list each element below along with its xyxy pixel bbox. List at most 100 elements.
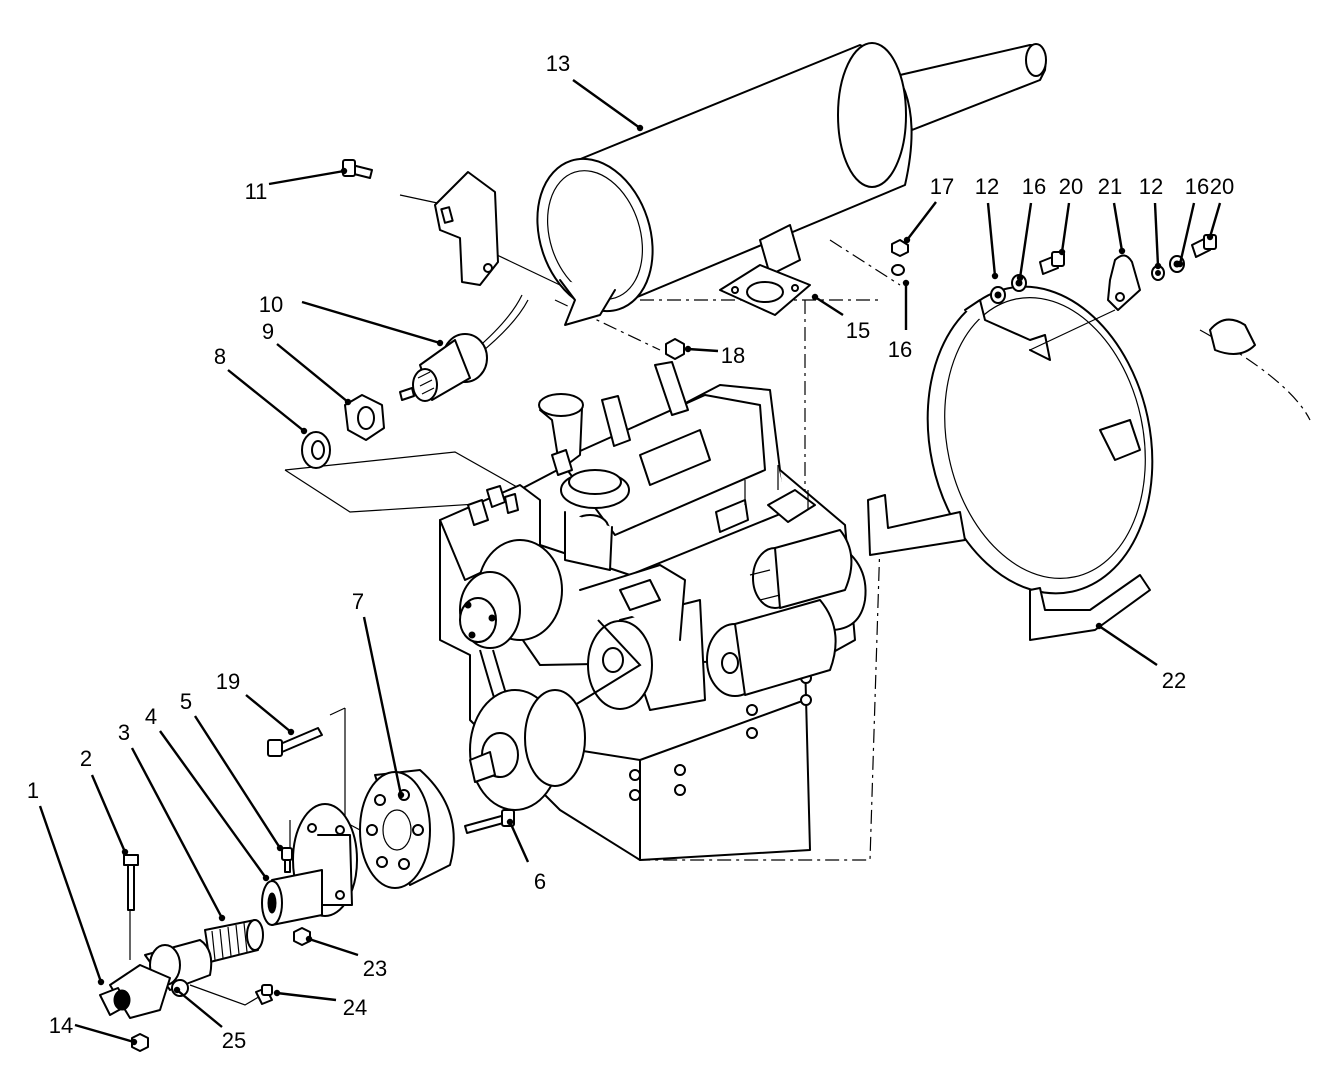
leader-line-c3 [130,747,224,919]
leader-line-c9 [276,343,349,403]
leader-line-c16b [1178,202,1196,265]
callout-c25: 25 [173,986,246,1053]
callout-c21: 21 [1098,174,1126,255]
leader-line-c23 [308,937,359,957]
callout-label-c25: 25 [222,1028,246,1053]
callout-label-c17: 17 [930,174,954,199]
bolt-5 [281,847,293,873]
leader-dot-c16b [1176,260,1184,268]
leader-dot-c4 [262,874,270,882]
leader-line-c7 [362,616,403,796]
callout-c5: 5 [180,689,284,852]
sensor-10 [399,294,529,402]
leader-line-c14 [74,1023,135,1044]
leader-dot-c2 [121,848,129,856]
nuts-17-18 [665,239,909,360]
leader-line-c13 [572,79,641,129]
leader-line-c8 [227,369,305,432]
callout-label-c5: 5 [180,689,192,714]
leader-dot-c24 [273,989,281,997]
leader-line-c15 [814,295,844,317]
leader-dot-c14 [130,1038,138,1046]
hose [1209,318,1256,355]
leader-line-c20b [1208,202,1222,238]
washer-8 [301,431,331,469]
leader-dot-c1 [97,978,105,986]
callout-label-c23: 23 [363,956,387,981]
callout-c13: 13 [546,51,644,132]
leader-dot-c19 [287,728,295,736]
muffler [536,42,1047,326]
leader-line-c11 [268,169,345,186]
callout-c19: 19 [216,669,295,736]
fan-shroud-22 [867,285,1154,641]
bolt-19 [267,727,323,757]
callout-c16b: 16 [1176,174,1209,268]
leader-dot-c3 [218,914,226,922]
callout-label-c2: 2 [80,746,92,771]
callout-c22: 22 [1095,622,1186,693]
callout-label-c16b: 16 [1185,174,1209,199]
leader-line-c18 [687,347,719,353]
leader-dot-c13 [636,124,644,132]
callout-label-c16a: 16 [1022,174,1046,199]
coupling-7 [359,769,455,889]
callout-label-c6: 6 [534,869,546,894]
callout-label-c4: 4 [145,704,157,729]
callout-c17: 17 [903,174,954,244]
mount-bracket [434,171,499,286]
callout-label-c19: 19 [216,669,240,694]
leader-dot-c9 [344,398,352,406]
leader-line-c5 [193,715,282,849]
leader-line-c21 [1112,202,1124,252]
leader-dot-c11 [340,167,348,175]
callout-c2: 2 [80,746,129,856]
callout-label-c18: 18 [721,343,745,368]
callout-c20b: 20 [1206,174,1234,241]
leader-dot-c20b [1206,233,1214,241]
leader-line-c10 [301,300,441,345]
callout-label-c22: 22 [1162,668,1186,693]
leader-line-c20a [1060,202,1071,253]
leader-dot-c15 [811,293,819,301]
callout-label-c12a: 12 [975,174,999,199]
screw-24 [255,984,273,1005]
callout-c12a: 12 [975,174,999,280]
callout-c1: 1 [27,778,105,986]
callout-label-c21: 21 [1098,174,1122,199]
leader-dot-c20a [1058,248,1066,256]
callout-c23: 23 [305,935,387,981]
callout-label-c16c: 16 [888,337,912,362]
callout-label-c14: 14 [49,1013,73,1038]
leader-line-c1 [38,805,103,983]
callout-c3: 3 [118,720,226,922]
callout-c24: 24 [273,989,367,1020]
leader-dot-c23 [305,935,313,943]
universal-joint-1 [99,854,213,1019]
leader-dot-c7 [397,791,405,799]
callout-label-c20b: 20 [1210,174,1234,199]
engine [439,361,867,861]
callout-c4: 4 [145,704,270,882]
leader-line-c16a [1018,202,1033,279]
callout-c12b: 12 [1139,174,1163,270]
callout-label-c9: 9 [262,319,274,344]
callout-c7: 7 [352,589,405,799]
clamp-21 [1107,254,1141,311]
leader-dot-c16c [902,279,910,287]
leader-dot-c18 [684,345,692,353]
callout-c8: 8 [214,344,308,435]
callout-label-c13: 13 [546,51,570,76]
callout-label-c10: 10 [259,292,283,317]
leader-dot-c12a [991,272,999,280]
callout-c18: 18 [684,343,745,368]
leader-line-c12b [1153,202,1160,267]
leader-line-c6 [508,821,530,863]
leader-line-c19 [245,694,292,733]
nut-14 [131,1033,149,1052]
callout-c20a: 20 [1058,174,1083,256]
leader-line-c4 [159,730,267,879]
leader-dot-c6 [506,818,514,826]
splined-shaft-3 [204,919,264,963]
